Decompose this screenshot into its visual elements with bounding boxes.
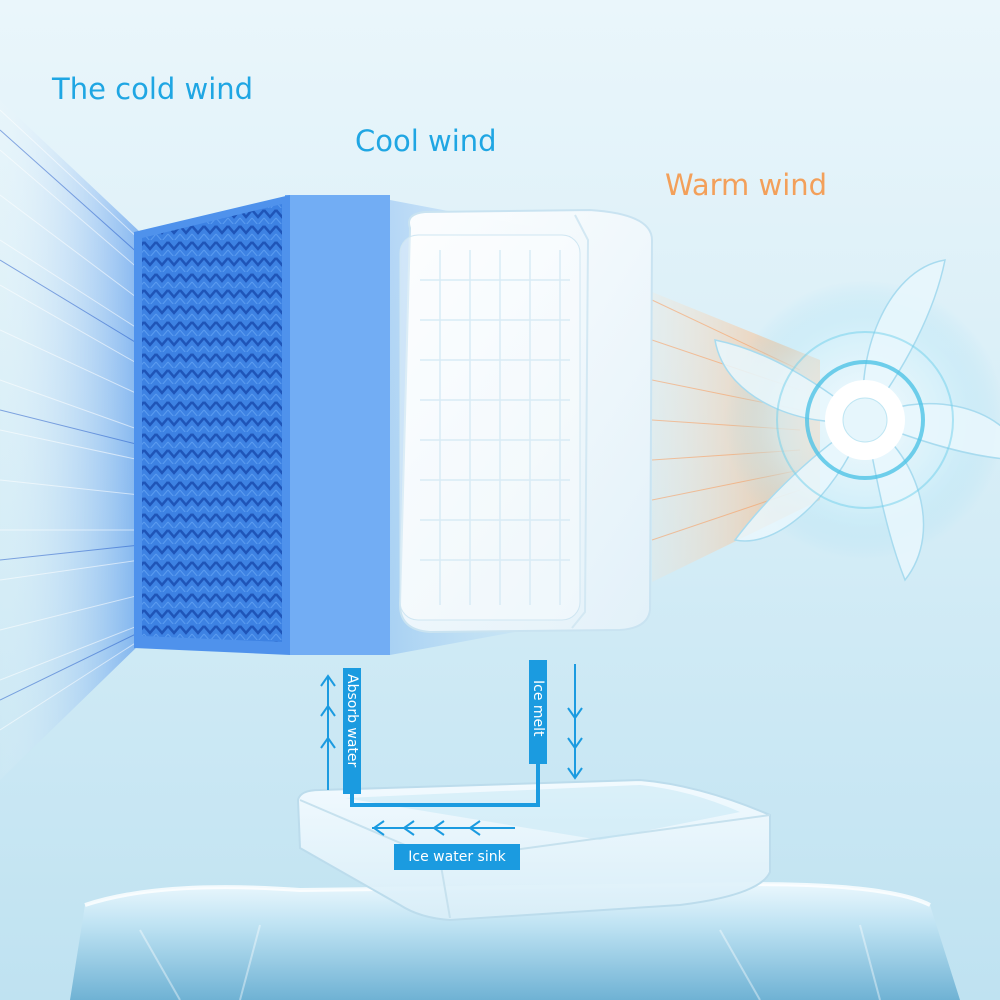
ice-water-sink-label: Ice water sink <box>394 844 520 870</box>
fan-icon <box>714 259 1000 582</box>
arrow-left-icon <box>372 820 481 836</box>
arrow-down-icon <box>567 664 583 780</box>
warm-wind-label: Warm wind <box>665 168 828 202</box>
ice-melt-label: Ice melt <box>530 680 546 737</box>
arrow-up-icon <box>320 674 336 790</box>
cooling-filter-grid <box>134 195 390 655</box>
cold-wind-label: The cold wind <box>52 72 254 106</box>
ice-melt-tag: Ice melt <box>529 660 547 764</box>
water-tray <box>296 778 771 922</box>
absorb-water-label: Absorb water <box>344 674 360 768</box>
cool-wind-label: Cool wind <box>355 124 497 158</box>
cold-wind-beam <box>0 100 141 780</box>
ice-box <box>398 208 654 634</box>
absorb-water-tag: Absorb water <box>343 668 361 794</box>
